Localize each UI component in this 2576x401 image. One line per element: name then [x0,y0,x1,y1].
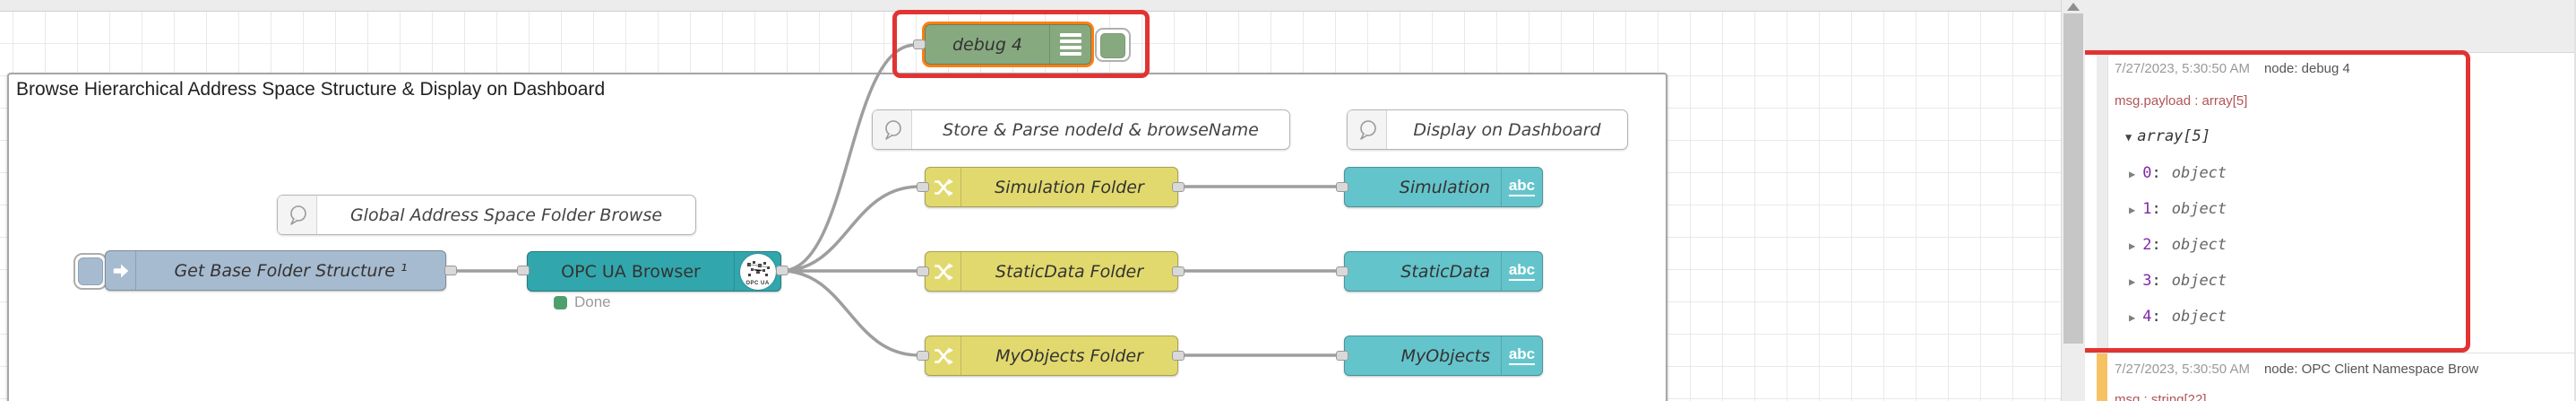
flow-canvas[interactable]: Browse Hierarchical Address Space Struct… [0,0,2061,401]
message-payload-path: msg : string[22] [2115,392,2207,401]
sidebar-right-edge [2574,0,2576,401]
node-label: StaticData [1400,261,1490,282]
wire-opcua-to-simulation [780,185,921,273]
debug-sidebar: 7/27/2023, 5:30:50 AM node: debug 4 msg.… [2085,0,2576,401]
message-timestamp: 7/27/2023, 5:30:50 AM [2115,362,2250,377]
message-gutter [2097,54,2108,353]
port-debug-in[interactable] [913,39,926,49]
node-opcua-browser[interactable]: OPC UA Browser OPC UA [527,251,781,292]
wire-opcua-to-debug [780,43,918,273]
comment-bubble-icon [873,110,912,149]
expand-icon[interactable]: ▶ [2129,240,2136,252]
tree-item-row[interactable]: ▶1object [2129,200,2227,218]
node-switch-simulation-folder[interactable]: Simulation Folder [925,167,1178,207]
node-label: MyObjects Folder [995,345,1143,366]
comment-label: Display on Dashboard [1413,119,1601,140]
inject-trigger-button[interactable] [73,253,108,290]
node-status: Done [554,293,611,311]
node-debug-4[interactable]: debug 4 [925,24,1091,65]
node-switch-staticdata-folder[interactable]: StaticData Folder [925,251,1178,292]
port-switch-staticdata-in[interactable] [917,266,929,276]
abc-text-icon: abc [1501,168,1542,206]
scrollbar-thumb[interactable] [2063,13,2083,344]
opcua-logo-icon: OPC UA [734,252,780,291]
node-switch-myobjects-folder[interactable]: MyObjects Folder [925,336,1178,376]
switch-icon [926,168,961,206]
message-timestamp: 7/27/2023, 5:30:50 AM [2115,61,2250,76]
tree-item-row[interactable]: ▶4object [2129,308,2227,326]
debug-message-header: 7/27/2023, 5:30:50 AM node: OPC Client N… [2115,362,2478,377]
port-switch-simulation-in[interactable] [917,182,929,192]
node-label: StaticData Folder [995,261,1144,282]
port-switch-simulation-out[interactable] [1172,182,1185,192]
debug-message-header: 7/27/2023, 5:30:50 AM node: debug 4 [2115,61,2350,76]
node-ui-text-staticdata[interactable]: StaticData abc [1344,251,1543,292]
node-label: OPC UA Browser [561,261,701,282]
node-ui-text-myobjects[interactable]: MyObjects abc [1344,336,1543,376]
port-ui-simulation-in[interactable] [1336,182,1348,192]
message-node-ref: node: debug 4 [2263,61,2350,76]
message-payload-path: msg.payload : array[5] [2115,93,2248,109]
comment-bubble-icon [278,196,317,234]
node-label: Get Base Folder Structure ¹ [174,260,408,281]
port-switch-myobjects-in[interactable] [917,351,929,361]
node-label: MyObjects [1400,345,1490,366]
port-opcua-out[interactable] [776,266,788,275]
switch-icon [926,252,961,291]
tree-item-row[interactable]: ▶0object [2129,164,2227,182]
switch-icon [926,336,961,375]
port-opcua-in[interactable] [517,266,530,275]
port-switch-staticdata-out[interactable] [1172,266,1185,276]
inject-arrow-icon [106,251,136,290]
canvas-vertical-scrollbar[interactable] [2061,0,2085,401]
scroll-up-arrow-icon[interactable] [2067,3,2080,11]
debug-list-icon [1049,25,1090,64]
group-title: Browse Hierarchical Address Space Struct… [16,79,606,100]
port-ui-myobjects-in[interactable] [1336,351,1348,361]
comment-label: Global Address Space Folder Browse [349,205,663,225]
wire-layer [449,43,1342,357]
expand-icon[interactable]: ▶ [2129,204,2136,216]
sidebar-top-area [2085,0,2576,53]
debug-enable-toggle[interactable] [1095,28,1131,62]
collapse-icon[interactable]: ▼ [2125,131,2132,144]
expand-icon[interactable]: ▶ [2129,275,2136,288]
node-inject-get-base-folder[interactable]: Get Base Folder Structure ¹ [105,250,446,291]
port-switch-myobjects-out[interactable] [1172,351,1185,361]
tree-item-row[interactable]: ▶3object [2129,272,2227,290]
node-label: Simulation Folder [995,177,1144,197]
status-dot-icon [554,295,567,309]
tree-root-row[interactable]: ▼array[5] [2125,127,2211,145]
message-warn-gutter [2097,353,2107,401]
node-label: debug 4 [952,34,1023,55]
comment-global-browse[interactable]: Global Address Space Folder Browse [277,195,696,235]
expand-icon[interactable]: ▶ [2129,311,2136,324]
expand-icon[interactable]: ▶ [2129,168,2136,180]
abc-text-icon: abc [1501,252,1542,291]
comment-store-parse[interactable]: Store & Parse nodeId & browseName [872,109,1290,150]
comment-display-dashboard[interactable]: Display on Dashboard [1347,109,1628,150]
node-ui-text-simulation[interactable]: Simulation abc [1344,167,1543,207]
comment-label: Store & Parse nodeId & browseName [943,119,1259,140]
comment-bubble-icon [1348,110,1387,149]
port-ui-staticdata-in[interactable] [1336,266,1348,276]
message-node-ref: node: OPC Client Namespace Brow [2263,362,2479,377]
wire-opcua-to-myobjects [780,269,921,357]
port-inject-out[interactable] [444,266,457,275]
status-text: Done [574,293,611,310]
abc-text-icon: abc [1501,336,1542,375]
node-label: Simulation [1399,177,1490,197]
tree-item-row[interactable]: ▶2object [2129,236,2227,254]
